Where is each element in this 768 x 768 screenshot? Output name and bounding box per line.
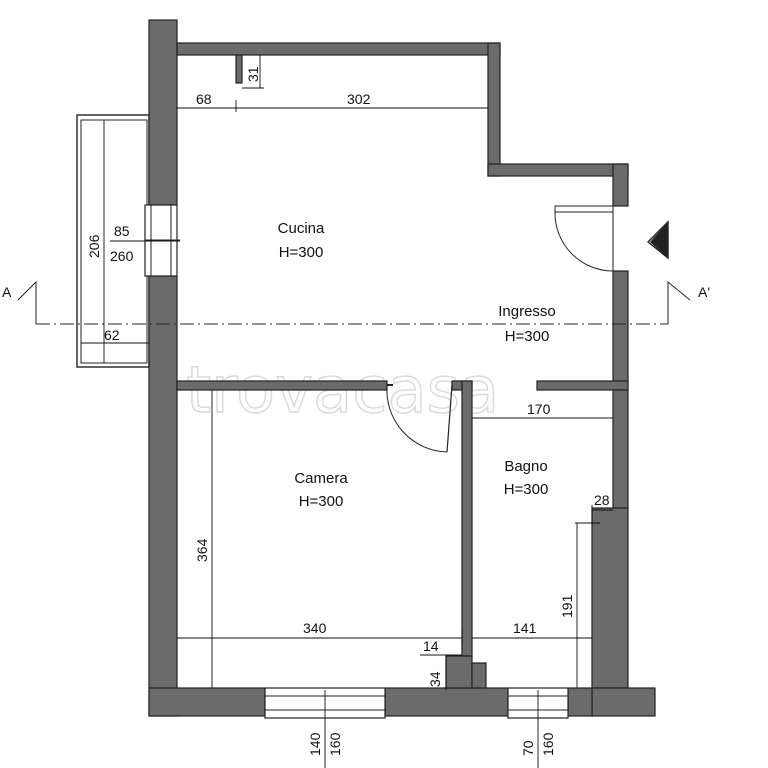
dim-label: 28 (594, 492, 610, 508)
dim-label: 34 (427, 671, 443, 687)
dim-label: 14 (423, 638, 439, 654)
room-name-bagno: Bagno (504, 458, 547, 475)
dim-label: 206 (86, 234, 102, 258)
door-camera (386, 384, 453, 453)
dim-label: 31 (245, 66, 261, 82)
room-name-camera: Camera (294, 470, 348, 487)
orientation-arrow-icon (646, 220, 669, 260)
dim-label: 141 (513, 620, 537, 636)
walls (148, 19, 656, 717)
dim-label: 302 (347, 91, 371, 107)
dim-label: 85 (114, 223, 130, 239)
watermark: trovacasa (186, 354, 499, 428)
room-height-bagno: H=300 (504, 481, 549, 498)
room-height-ingresso: H=300 (505, 328, 550, 345)
room-name-cucina: Cucina (278, 220, 325, 237)
dim-label: 68 (196, 91, 212, 107)
dim-label: 191 (559, 594, 575, 618)
dim-label: 260 (110, 248, 134, 264)
room-name-ingresso: Ingresso (498, 303, 556, 320)
section-label-right: A' (698, 284, 710, 300)
dim-label: 364 (194, 538, 210, 562)
dim-label: 62 (104, 327, 120, 343)
door-entrance (554, 205, 614, 272)
section-line: A A' (2, 280, 710, 325)
dim-label: 340 (303, 620, 327, 636)
dim-label: 170 (527, 401, 551, 417)
window-left (144, 204, 180, 277)
section-label-left: A (2, 284, 12, 300)
room-height-cucina: H=300 (279, 244, 324, 261)
room-height-camera: H=300 (299, 493, 344, 510)
dim-label: 70 (520, 740, 536, 756)
dim-label: 160 (540, 732, 556, 756)
dim-label: 140 (307, 732, 323, 756)
dim-label: 160 (327, 732, 343, 756)
dimension-lines (81, 55, 613, 768)
